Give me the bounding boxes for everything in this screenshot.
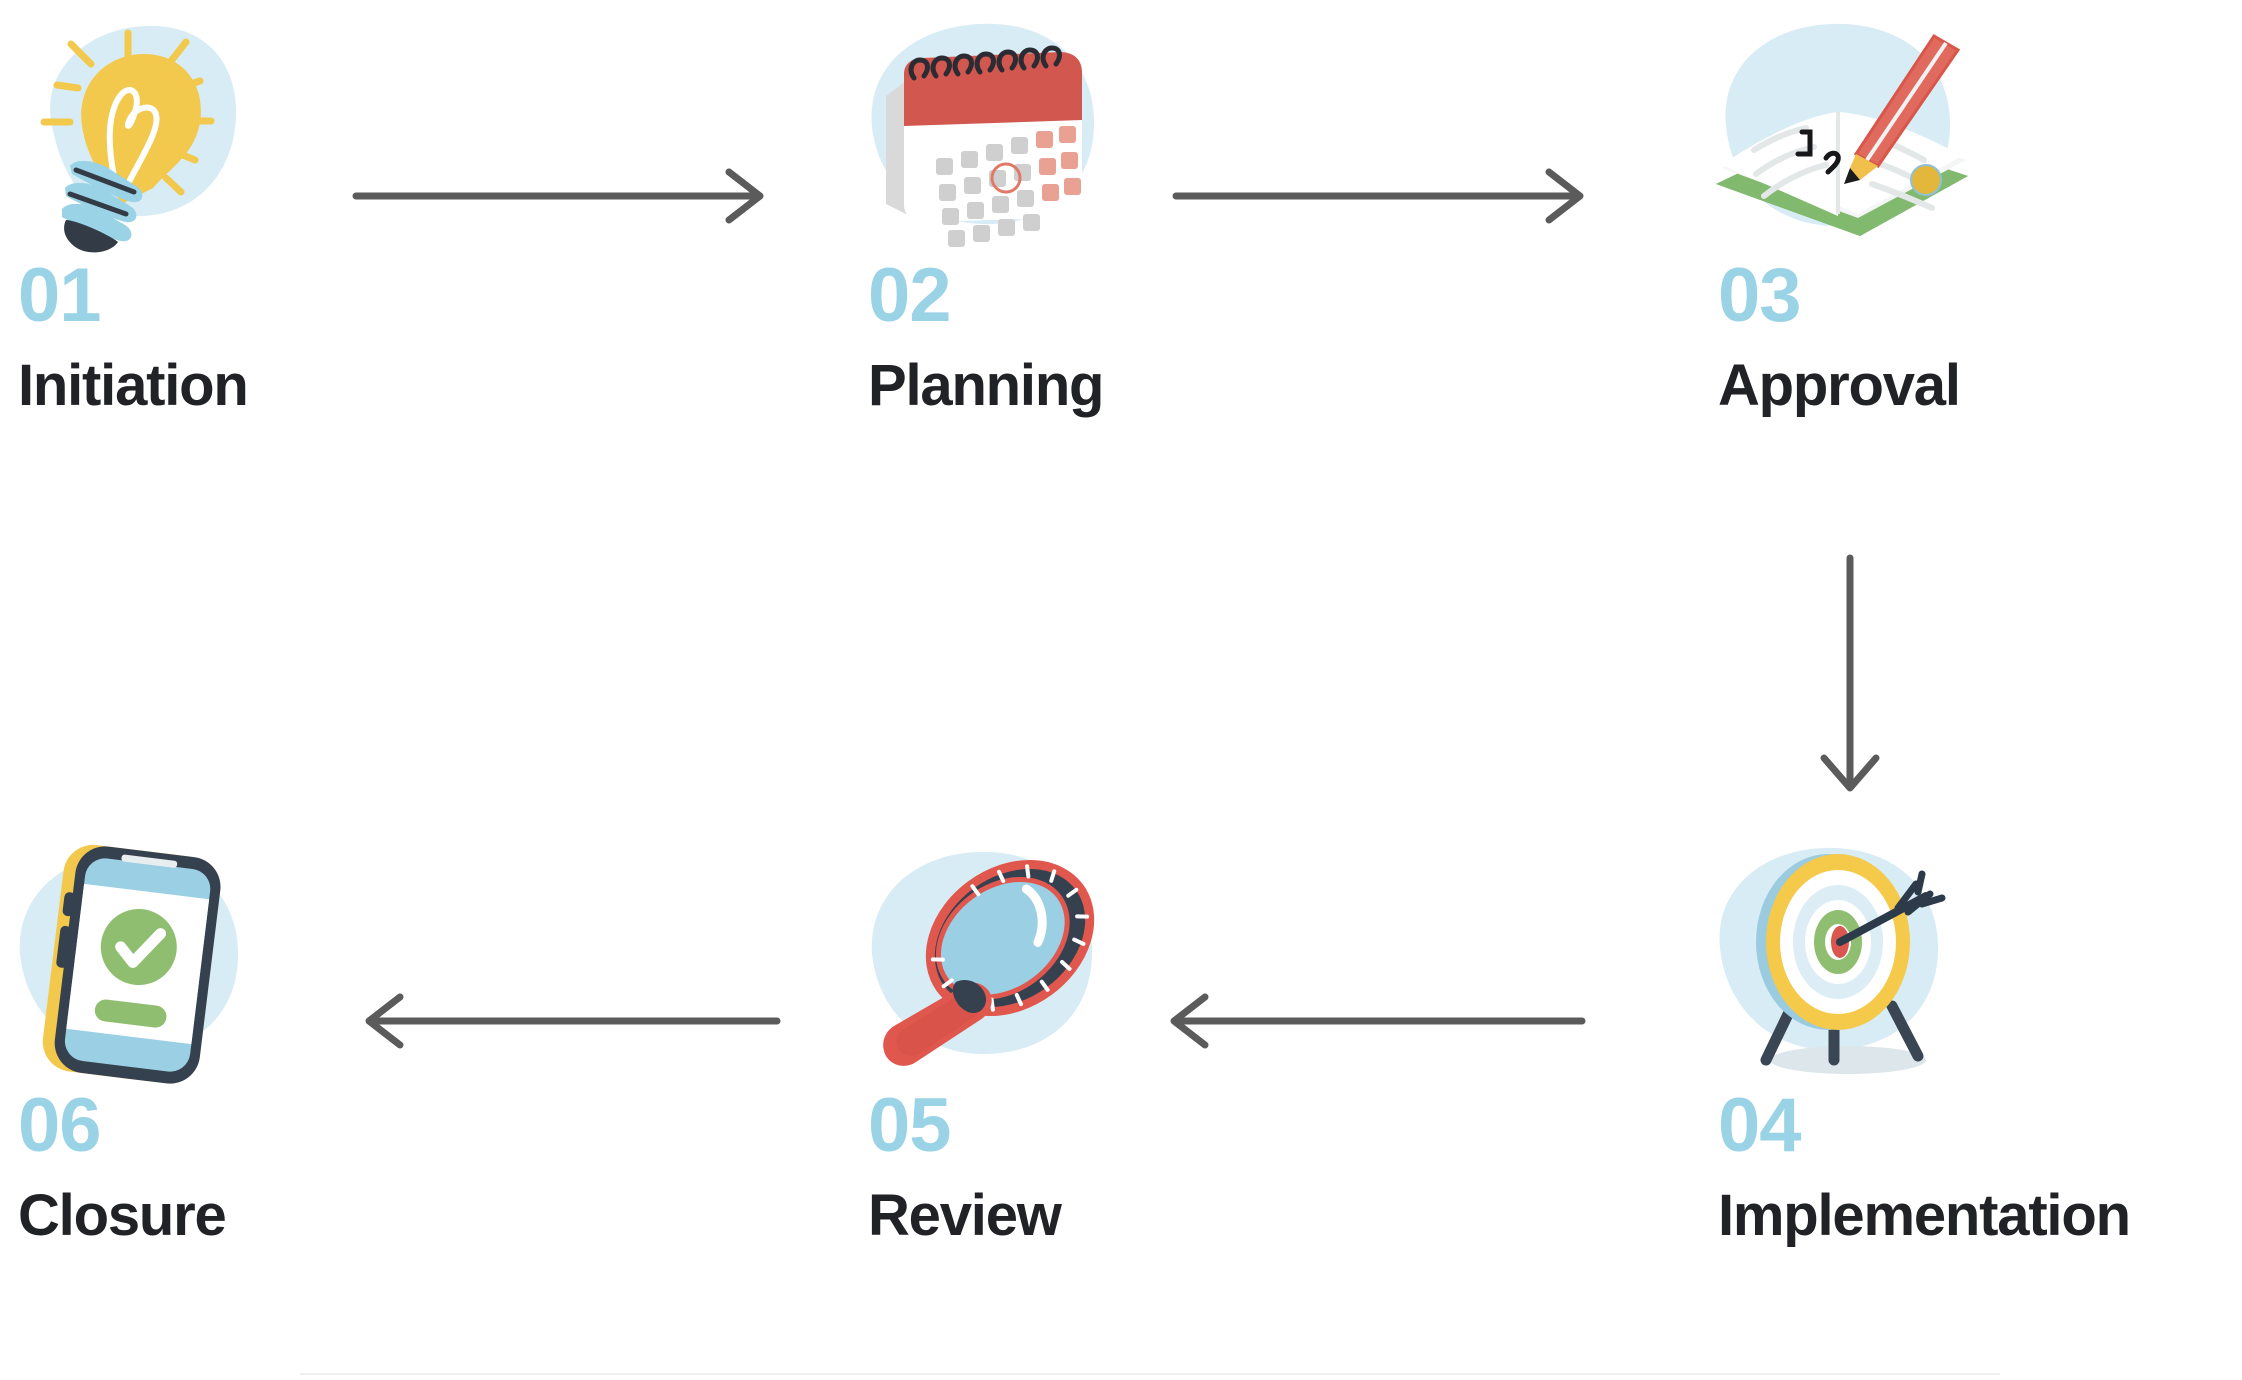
lightbulb-icon bbox=[10, 8, 300, 258]
step-label: Planning bbox=[868, 353, 1104, 418]
process-step-03[interactable]: 03 Approval bbox=[1710, 8, 2242, 417]
step-number: 06 bbox=[18, 1083, 102, 1168]
smartphone-checkmark-icon bbox=[10, 838, 300, 1088]
step-label: Approval bbox=[1718, 353, 1961, 418]
process-step-01[interactable]: 01 Initiation bbox=[10, 8, 570, 417]
process-step-04[interactable]: 04 Implementation bbox=[1710, 838, 2242, 1247]
arrow-02-to-03 bbox=[1170, 168, 1600, 233]
arrow-03-to-04 bbox=[1800, 552, 1900, 817]
step-label: Review bbox=[868, 1183, 1062, 1248]
bottom-divider bbox=[300, 1373, 2000, 1375]
arrow-05-to-06 bbox=[345, 993, 785, 1058]
calendar-icon bbox=[860, 8, 1150, 258]
step-label: Initiation bbox=[18, 353, 249, 418]
process-step-05[interactable]: 05 Review bbox=[860, 838, 1420, 1247]
step-label: Closure bbox=[18, 1183, 227, 1248]
step-number: 03 bbox=[1718, 253, 1802, 338]
target-arrow-icon bbox=[1710, 838, 2000, 1088]
arrow-01-to-02 bbox=[350, 168, 780, 233]
arrow-04-to-05 bbox=[1150, 993, 1590, 1058]
step-label: Implementation bbox=[1718, 1183, 2131, 1248]
step-number: 01 bbox=[18, 253, 102, 338]
step-number: 05 bbox=[868, 1083, 952, 1168]
process-step-02[interactable]: 02 Planning bbox=[860, 8, 1420, 417]
magnifying-glass-icon bbox=[860, 838, 1150, 1088]
open-book-pencil-icon bbox=[1710, 8, 2000, 258]
step-number: 04 bbox=[1718, 1083, 1802, 1168]
process-step-06[interactable]: 06 Closure bbox=[10, 838, 570, 1247]
step-number: 02 bbox=[868, 253, 952, 338]
